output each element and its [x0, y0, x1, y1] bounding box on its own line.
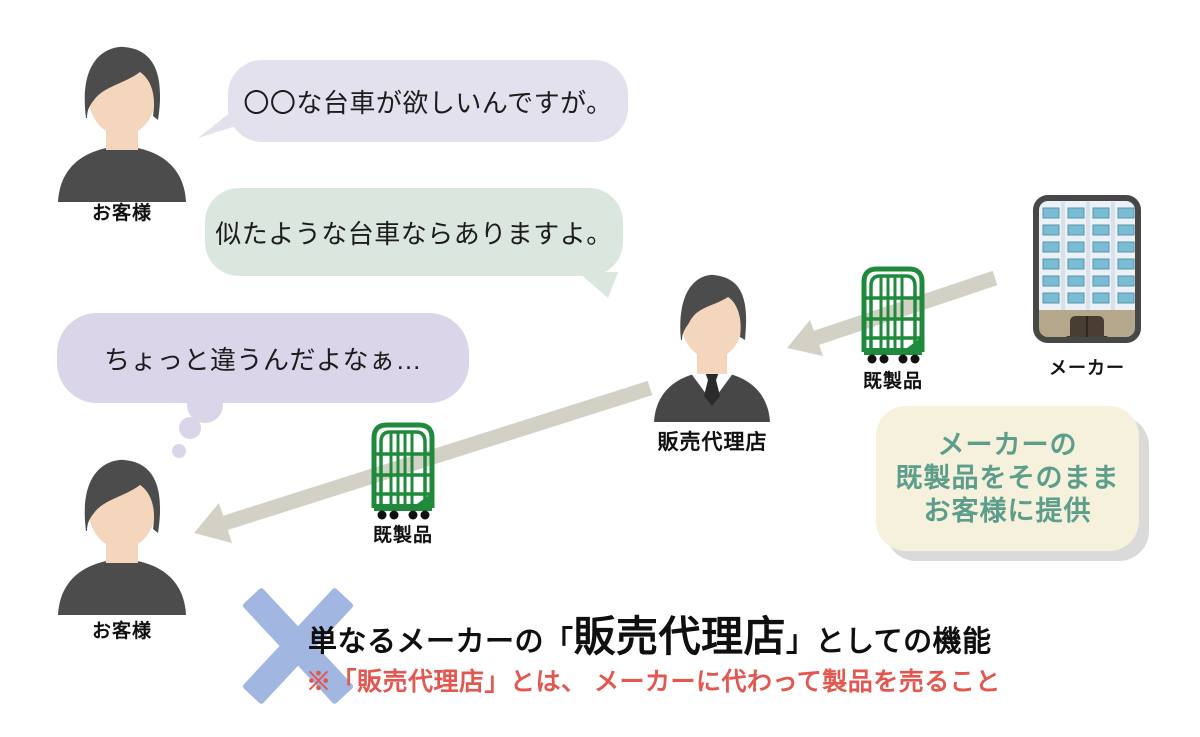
request-text: 〇〇な台車が欲しいんですが。: [243, 87, 613, 118]
conclusion-emphasis: 販売代理店: [573, 613, 787, 660]
thought-dot-small: [172, 444, 186, 458]
customer-bottom-label: お客様: [91, 621, 152, 642]
maker-label: メーカー: [1049, 358, 1125, 378]
note-line-1: メーカーの: [937, 430, 1078, 460]
thought-bubble: ちょっと違うんだよなぁ…: [57, 313, 469, 403]
agent-avatar: [650, 270, 775, 427]
agent-label: 販売代理店: [657, 431, 768, 454]
conclusion-prefix: 単なるメーカーの「: [308, 626, 574, 658]
speech-bubble-reply: 似たような台車ならありますよ。: [205, 188, 623, 276]
businessman-icon: [654, 274, 770, 422]
maker-building-icon: [1032, 194, 1142, 351]
arrow-maker-to-agent-icon: [787, 270, 998, 356]
thought-text: ちょっと違うんだよなぁ…: [103, 344, 422, 375]
cart-from-maker-label: 既製品: [862, 371, 923, 392]
roll-cart-icon: [371, 422, 435, 520]
thought-dot-medium: [179, 417, 201, 439]
cart-to-customer-label: 既製品: [372, 525, 433, 546]
note-box: メーカーの 既製品をそのまま お客様に提供: [876, 406, 1139, 551]
conclusion-footnote: ※「販売代理店」とは、 メーカーに代わって製品を売ること: [306, 668, 1001, 696]
cart-to-customer: [367, 418, 439, 525]
reply-bubble-tail: [578, 272, 618, 298]
speech-bubble-request: 〇〇な台車が欲しいんですが。: [228, 60, 628, 142]
note-line-3: お客様に提供: [923, 496, 1092, 526]
customer-top-label: お客様: [91, 203, 152, 224]
cart-from-maker: [857, 262, 929, 369]
conclusion-suffix: 」としての機能: [786, 626, 992, 658]
person-icon: [58, 459, 186, 615]
conclusion-heading: 単なるメーカーの「販売代理店」としての機能: [308, 603, 992, 660]
note-line-2: 既製品をそのまま: [895, 463, 1120, 493]
customer-top-avatar: [52, 42, 192, 207]
arrow-agent-to-customer-icon: [194, 380, 653, 543]
request-bubble-tail: [198, 108, 236, 138]
office-building-icon: [1033, 195, 1141, 343]
roll-cart-icon: [861, 266, 925, 364]
person-icon: [58, 46, 186, 202]
customer-bottom-avatar: [52, 455, 192, 620]
reply-text: 似たような台車ならありますよ。: [215, 218, 613, 249]
